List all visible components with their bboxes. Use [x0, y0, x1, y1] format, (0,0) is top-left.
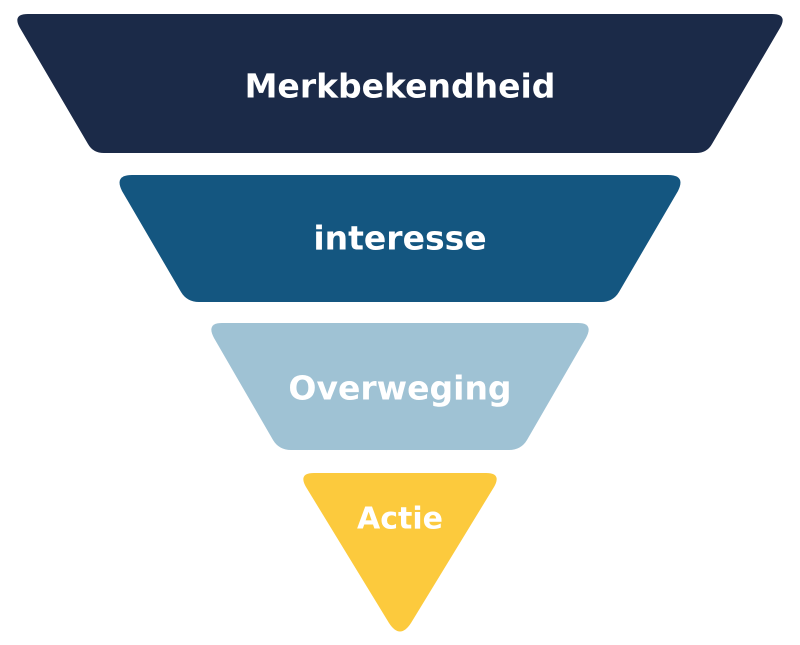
funnel-stage-shape [17, 14, 783, 153]
funnel-stage-interesse: interesse [119, 175, 681, 302]
funnel-stage-shape [303, 473, 497, 632]
funnel-stage-label: Overweging [288, 369, 511, 408]
funnel-stage-overweging: Overweging [211, 323, 589, 450]
funnel-stage-label: Merkbekendheid [245, 67, 556, 106]
funnel-stage-shape [211, 323, 589, 450]
funnel-stage-actie: Actie [303, 473, 497, 632]
funnel-stage-shape [119, 175, 681, 302]
funnel-stage-label: interesse [313, 219, 486, 258]
funnel-stage-label: Actie [357, 502, 443, 537]
funnel-stage-merkbekendheid: Merkbekendheid [17, 14, 783, 153]
